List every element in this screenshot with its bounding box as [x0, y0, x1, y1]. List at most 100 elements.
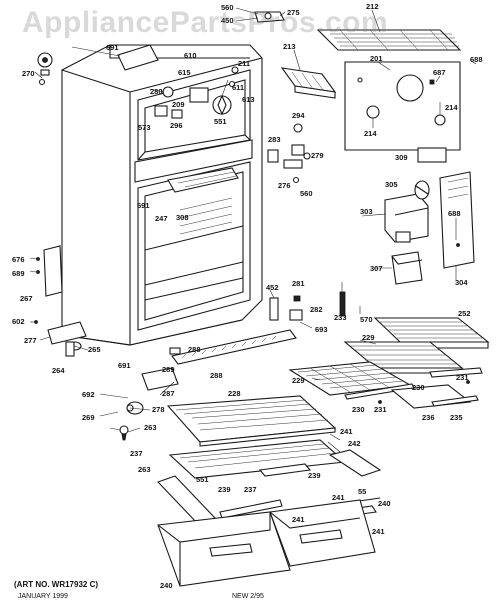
- callout-269: 269: [82, 413, 95, 422]
- callout-276: 276: [278, 181, 291, 190]
- callout-303: 303: [360, 207, 373, 216]
- callout-691: 691: [137, 201, 150, 210]
- callout-275: 275: [287, 8, 300, 17]
- bin-307: [391, 251, 423, 285]
- callout-229: 229: [292, 376, 305, 385]
- callout-691: 691: [118, 361, 131, 370]
- top-hinge-assembly: [117, 11, 285, 71]
- callout-693: 693: [315, 325, 328, 334]
- callout-450: 450: [221, 16, 234, 25]
- art-number: (ART NO. WR17932 C): [14, 580, 99, 589]
- wire-shelf-229-lower: [288, 361, 412, 396]
- glass-shelf-228: [166, 395, 337, 447]
- fan-motor-305: [414, 180, 430, 200]
- grille-288: [169, 329, 297, 365]
- freezer-wire-shelf-212: [316, 29, 462, 51]
- callout-570: 570: [360, 315, 373, 324]
- callout-613: 613: [242, 95, 255, 104]
- callout-242: 242: [348, 439, 361, 448]
- callout-279: 279: [311, 151, 324, 160]
- callout-308: 308: [176, 213, 189, 222]
- callout-230: 230: [352, 405, 365, 414]
- callout-283: 283: [268, 135, 281, 144]
- callout-452: 452: [266, 283, 279, 292]
- callout-688: 688: [448, 209, 461, 218]
- callout-282: 282: [310, 305, 323, 314]
- temperature-control: [37, 52, 53, 86]
- back-panel-201: [344, 61, 461, 151]
- callout-307: 307: [370, 264, 383, 273]
- callout-692: 692: [82, 390, 95, 399]
- callout-304: 304: [455, 278, 468, 287]
- callout-241: 241: [340, 427, 353, 436]
- callout-236: 236: [422, 413, 435, 422]
- footer-revision: NEW 2/95: [232, 593, 264, 600]
- callout-241: 241: [292, 515, 305, 524]
- callout-560: 560: [221, 3, 234, 12]
- crisper-drawer-right: [269, 499, 376, 567]
- callout-211: 211: [238, 59, 250, 68]
- leader-lines: [29, 7, 477, 453]
- callout-231: 231: [374, 405, 387, 414]
- callout-296: 296: [170, 121, 183, 130]
- callout-288: 288: [210, 371, 223, 380]
- callout-55: 55: [358, 487, 366, 496]
- callout-209: 209: [172, 100, 185, 109]
- callout-281: 281: [292, 279, 305, 288]
- callout-231: 231: [456, 373, 469, 382]
- callout-212: 212: [366, 2, 379, 11]
- callout-294: 294: [292, 111, 305, 120]
- callout-265: 265: [88, 345, 101, 354]
- dispenser-housing-303: [384, 193, 429, 243]
- callout-691: 691: [106, 43, 119, 52]
- callout-230: 230: [412, 383, 425, 392]
- center-small-parts: [267, 123, 311, 184]
- callout-229: 229: [362, 333, 375, 342]
- callout-280: 280: [150, 87, 163, 96]
- freezer-shelf-308: [167, 167, 239, 193]
- callout-263: 263: [138, 465, 151, 474]
- callout-241: 241: [332, 493, 345, 502]
- callout-610: 610: [184, 51, 197, 60]
- left-side-panel-267: [36, 245, 63, 297]
- callout-237: 237: [130, 449, 143, 458]
- callout-264: 264: [52, 366, 65, 375]
- callout-239: 239: [308, 471, 321, 480]
- callout-labels: 560 450 275 212 213 201 687 688 214 214 …: [12, 2, 483, 590]
- callout-247: 247: [155, 214, 168, 223]
- cover-panel-304: [439, 171, 475, 269]
- callout-551: 551: [196, 475, 209, 484]
- callout-611: 611: [232, 83, 244, 92]
- callout-305: 305: [385, 180, 398, 189]
- callout-214: 214: [445, 103, 458, 112]
- callout-689: 689: [12, 269, 25, 278]
- cabinet-case: [61, 44, 263, 346]
- roller-265: [65, 341, 82, 357]
- callout-277: 277: [24, 336, 37, 345]
- callout-278: 278: [152, 405, 165, 414]
- callout-688: 688: [470, 55, 483, 64]
- callout-551: 551: [214, 117, 227, 126]
- fan-assembly: [154, 66, 239, 119]
- callout-615: 615: [178, 68, 191, 77]
- callout-573: 573: [138, 123, 151, 132]
- callout-288: 288: [188, 345, 201, 354]
- callout-237: 237: [244, 485, 257, 494]
- shelf-236: [390, 384, 479, 409]
- callout-201: 201: [370, 54, 383, 63]
- watermark-text: AppliancePartsPros.com: [22, 6, 389, 39]
- callout-252: 252: [458, 309, 471, 318]
- callout-309: 309: [395, 153, 408, 162]
- callout-602: 602: [12, 317, 25, 326]
- footer-date: JANUARY 1999: [18, 593, 68, 600]
- callout-228: 228: [228, 389, 241, 398]
- callout-213: 213: [283, 42, 296, 51]
- callout-676: 676: [12, 255, 25, 264]
- callout-270: 270: [22, 69, 35, 78]
- callout-239: 239: [218, 485, 231, 494]
- hinge-bracket-277: [34, 320, 87, 345]
- callout-233: 233: [334, 313, 347, 322]
- callout-263: 263: [144, 423, 157, 432]
- callout-235: 235: [450, 413, 463, 422]
